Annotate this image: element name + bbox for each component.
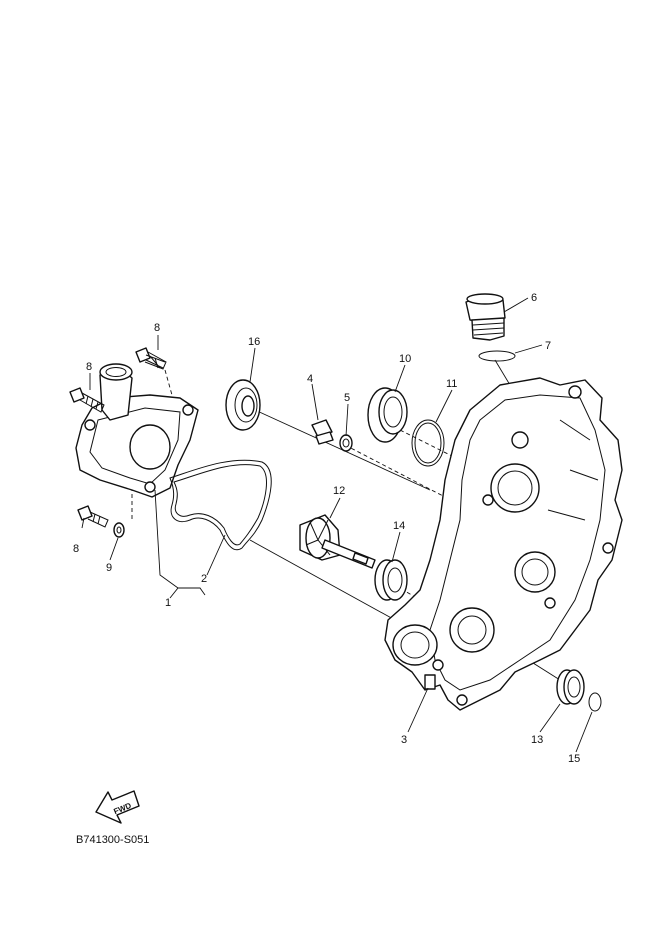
bearing-part-13[interactable] <box>556 669 585 705</box>
callout-3: 3 <box>401 734 407 746</box>
callout-8-left: 8 <box>86 361 92 373</box>
seal-part-10[interactable] <box>367 387 408 443</box>
callout-5: 5 <box>344 392 350 404</box>
washer-part-5[interactable] <box>339 434 353 452</box>
callout-9: 9 <box>106 562 112 574</box>
callout-8-bottom: 8 <box>73 543 79 555</box>
washer-part-9[interactable] <box>113 522 125 538</box>
water-pump-cover-part-1[interactable] <box>75 363 199 498</box>
impeller-shaft-part-12[interactable] <box>299 514 376 569</box>
callout-11: 11 <box>446 378 457 390</box>
callout-16: 16 <box>248 336 260 348</box>
diagram-code: B741300-S051 <box>76 834 150 846</box>
callout-12: 12 <box>333 485 345 497</box>
drain-bolt-part-4[interactable] <box>311 419 334 445</box>
plug-part-6[interactable] <box>465 293 506 341</box>
leader-lines <box>81 297 593 753</box>
bearing-part-14[interactable] <box>374 559 408 601</box>
o-ring-part-11[interactable] <box>411 419 445 467</box>
callout-15: 15 <box>568 753 580 765</box>
bolt-part-8-bottom[interactable] <box>77 505 109 528</box>
callout-2: 2 <box>201 573 207 585</box>
callout-1: 1 <box>165 597 171 609</box>
oil-seal-part-16[interactable] <box>225 379 261 431</box>
callout-8-top: 8 <box>154 322 160 334</box>
callout-6: 6 <box>531 292 537 304</box>
callout-10: 10 <box>399 353 411 365</box>
callout-14: 14 <box>393 520 405 532</box>
callout-labels: 8 8 8 9 16 4 5 10 11 12 14 6 7 2 1 3 13 … <box>73 292 580 765</box>
fwd-arrow-icon: FWD <box>95 790 140 824</box>
o-ring-part-7[interactable] <box>478 350 516 362</box>
gasket-part-2[interactable] <box>169 459 272 551</box>
callout-7: 7 <box>545 340 551 352</box>
circlip-part-15[interactable] <box>588 692 602 712</box>
crankcase-cover-part-3[interactable] <box>384 377 623 711</box>
callout-13: 13 <box>531 734 543 746</box>
callout-4: 4 <box>307 373 313 385</box>
bolt-part-8-left[interactable] <box>69 387 105 413</box>
bolt-part-8-top[interactable] <box>135 347 167 370</box>
